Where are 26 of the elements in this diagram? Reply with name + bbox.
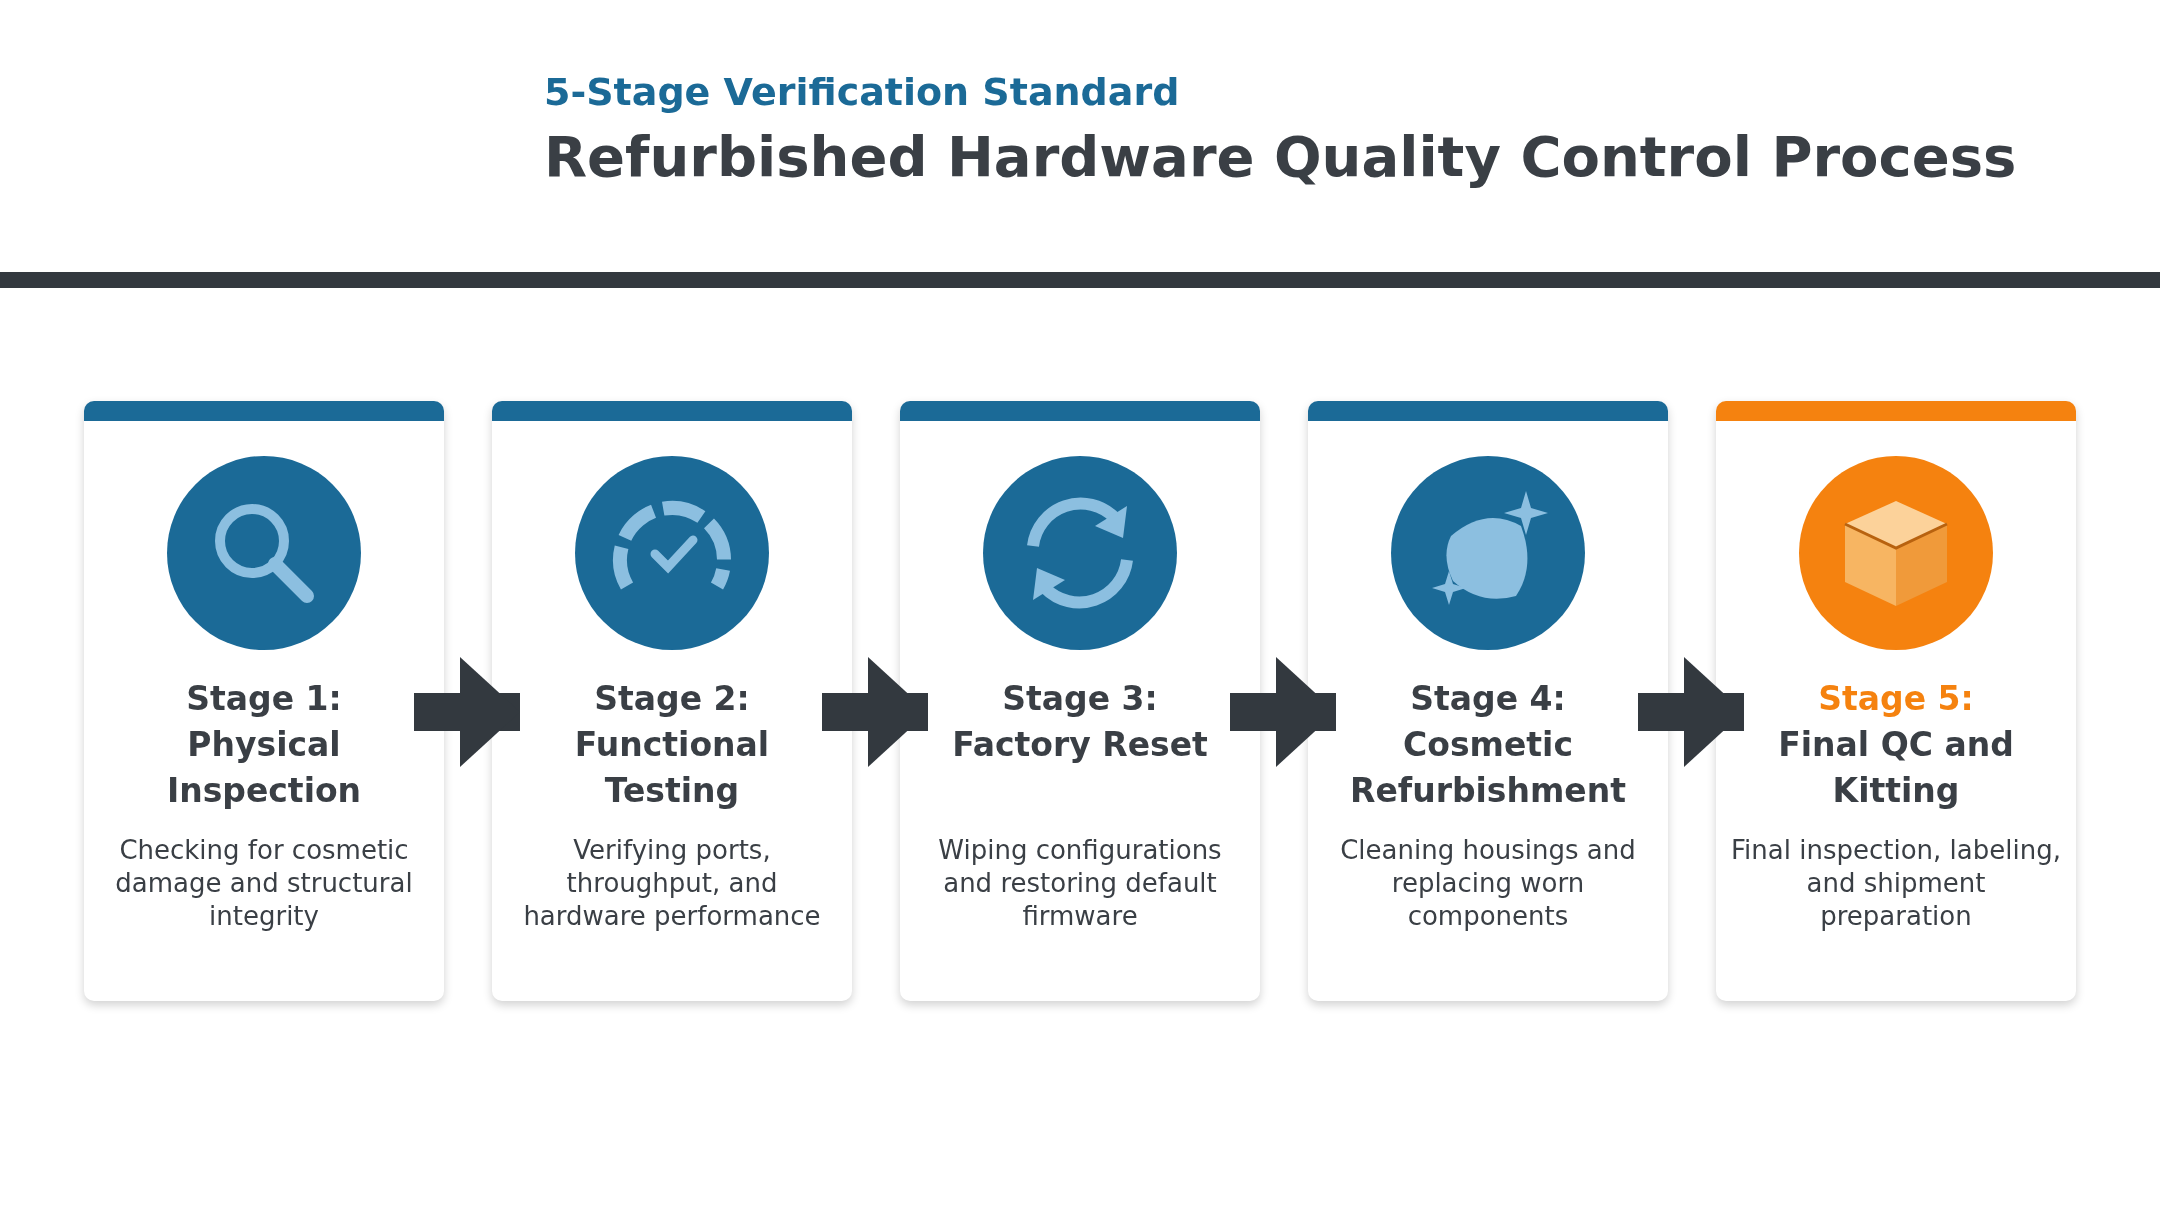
stage-number: Stage 3:	[1001, 678, 1159, 720]
title: Refurbished Hardware Quality Control Process	[544, 124, 2017, 189]
stage-description: Wiping configurations and restoring default firmware	[937, 834, 1223, 933]
stage-description: Checking for cosmetic damage and structural integrity	[114, 834, 414, 933]
arrow	[1638, 657, 1744, 767]
stage-description: Cleaning housings and replacing worn components	[1339, 834, 1637, 933]
stage-card	[900, 401, 1260, 1001]
stage-number: Stage 2:	[593, 678, 751, 720]
stage-number: Stage 4:	[1409, 678, 1567, 720]
arrow	[822, 657, 928, 767]
stage-card	[84, 401, 444, 1001]
stage-description: Final inspection, labeling, and shipment preparation	[1730, 834, 2062, 933]
stage-heading: Physical Inspection	[165, 724, 363, 812]
stage-heading: Functional Testing	[573, 724, 771, 812]
stage-card	[1308, 401, 1668, 1001]
stage-card	[492, 401, 852, 1001]
stage-description: Verifying ports, throughput, and hardware performance	[522, 834, 822, 933]
stage-heading: Cosmetic Refurbishment	[1349, 724, 1627, 812]
stage-number: Stage 1:	[185, 678, 343, 720]
subtitle: 5-Stage Verification Standard	[544, 70, 1180, 114]
arrow	[1230, 657, 1336, 767]
stage-card	[1716, 401, 2076, 1001]
arrow	[414, 657, 520, 767]
stage-number: Stage 5:	[1817, 678, 1975, 720]
stage-heading: Factory Reset	[951, 724, 1209, 766]
stage-heading: Final QC and Kitting	[1777, 724, 2015, 812]
